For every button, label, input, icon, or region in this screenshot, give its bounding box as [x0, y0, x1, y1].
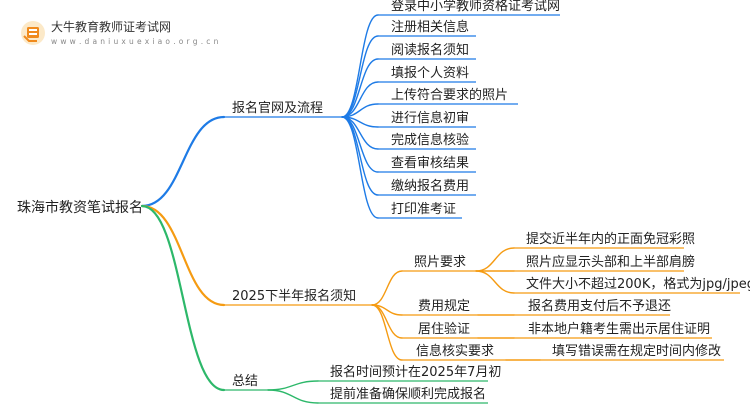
step-6: 进行信息初审: [391, 110, 469, 126]
step-4: 填报个人资料: [391, 66, 469, 81]
connector-step-9: [341, 116, 379, 196]
connector-branch-notice: [140, 204, 226, 307]
info-verify: 信息核实要求: [416, 343, 494, 359]
connector-step-1: [341, 14, 379, 118]
brand-name: 大牛教育教师证考试网: [51, 19, 171, 34]
connector-photo-req: [371, 270, 403, 306]
summary-1: 报名时间预计在2025年7月初: [330, 364, 501, 380]
connector-branch-process: [140, 115, 226, 208]
step-7: 完成信息核验: [391, 132, 469, 148]
branch-process: 报名官网及流程: [232, 100, 323, 116]
step-5: 上传符合要求的照片: [391, 87, 508, 103]
brand-logo: [21, 21, 45, 45]
step-9: 缴纳报名费用: [391, 178, 469, 194]
connector-info-verify: [371, 304, 403, 361]
fee-rule-detail-1: 报名费用支付后不予退还: [528, 298, 671, 314]
connector-summary-2: [267, 389, 319, 404]
fee-rule: 费用规定: [418, 299, 470, 314]
photo-req-detail-1: 提交近半年内的正面免冠彩照: [526, 231, 695, 247]
connector-photo-req-detail-3: [475, 270, 515, 294]
residence-check: 居住验证: [418, 321, 470, 337]
step-8: 查看审核结果: [391, 155, 469, 171]
photo-req-detail-3: 文件大小不超过200K，格式为jpg/jpeg: [526, 276, 750, 292]
brand-url: w w w . d a n i u x u e x i a o . o r g …: [51, 37, 219, 46]
book-icon: [23, 27, 39, 42]
branch-summary: 总结: [232, 374, 258, 389]
branch-notice: 2025下半年报名须知: [232, 288, 356, 304]
residence-check-detail-1: 非本地户籍考生需出示居住证明: [528, 321, 710, 337]
step-2: 注册相关信息: [391, 19, 469, 35]
root-topic: 珠海市教资笔试报名: [17, 199, 143, 216]
connector-branch-summary: [140, 204, 226, 392]
connector-summary-1: [267, 380, 319, 391]
step-1: 登录中小学教师资格证考试网: [391, 0, 560, 14]
connector-step-10: [341, 116, 379, 219]
connector-photo-req-detail-1: [475, 247, 515, 272]
connector-step-2: [341, 35, 379, 118]
step-10: 打印准考证: [391, 202, 456, 217]
photo-req: 照片要求: [414, 255, 466, 270]
summary-2: 提前准备确保顺利完成报名: [330, 386, 486, 402]
info-verify-detail-1: 填写错误需在规定时间内修改: [552, 343, 721, 359]
step-3: 阅读报名须知: [391, 42, 469, 58]
photo-req-detail-2: 照片应显示头部和上半部肩膀: [526, 254, 695, 270]
